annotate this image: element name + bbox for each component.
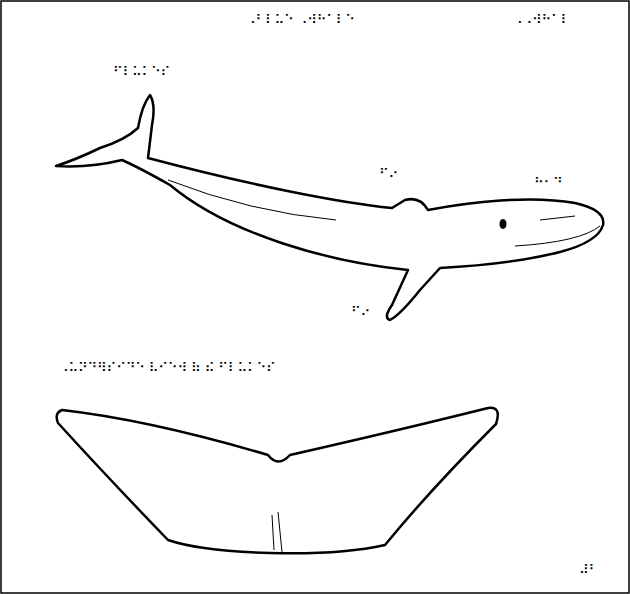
part-label: ⠋⠇⠥⠅⠑⠎ [112,64,171,80]
title: ⠠⠃⠇⠥⠑ ⠠⠺⠓⠁⠇⠑ [245,12,356,28]
part-label: ⠋⠔ [378,166,399,182]
fluke-underside [57,408,498,554]
part-label: ⠋⠔ [350,304,371,320]
part-label: ⠓⠂⠙ [533,175,564,191]
page-number: ⠼⠃ [578,562,599,578]
caption-label: ⠠⠥⠝⠙⠻⠎⠊⠙⠑ ⠧⠊⠑⠺ ⠷ ⠮ ⠋⠇⠥⠅⠑⠎ [58,360,276,376]
page-id: ⠠⠠⠺⠓⠁⠇ [512,12,571,28]
head-line [540,216,575,220]
eye [500,219,507,229]
mouth-line [515,226,600,246]
fluke-groove [272,512,282,552]
whale-body [56,95,603,320]
belly-line [168,180,336,220]
